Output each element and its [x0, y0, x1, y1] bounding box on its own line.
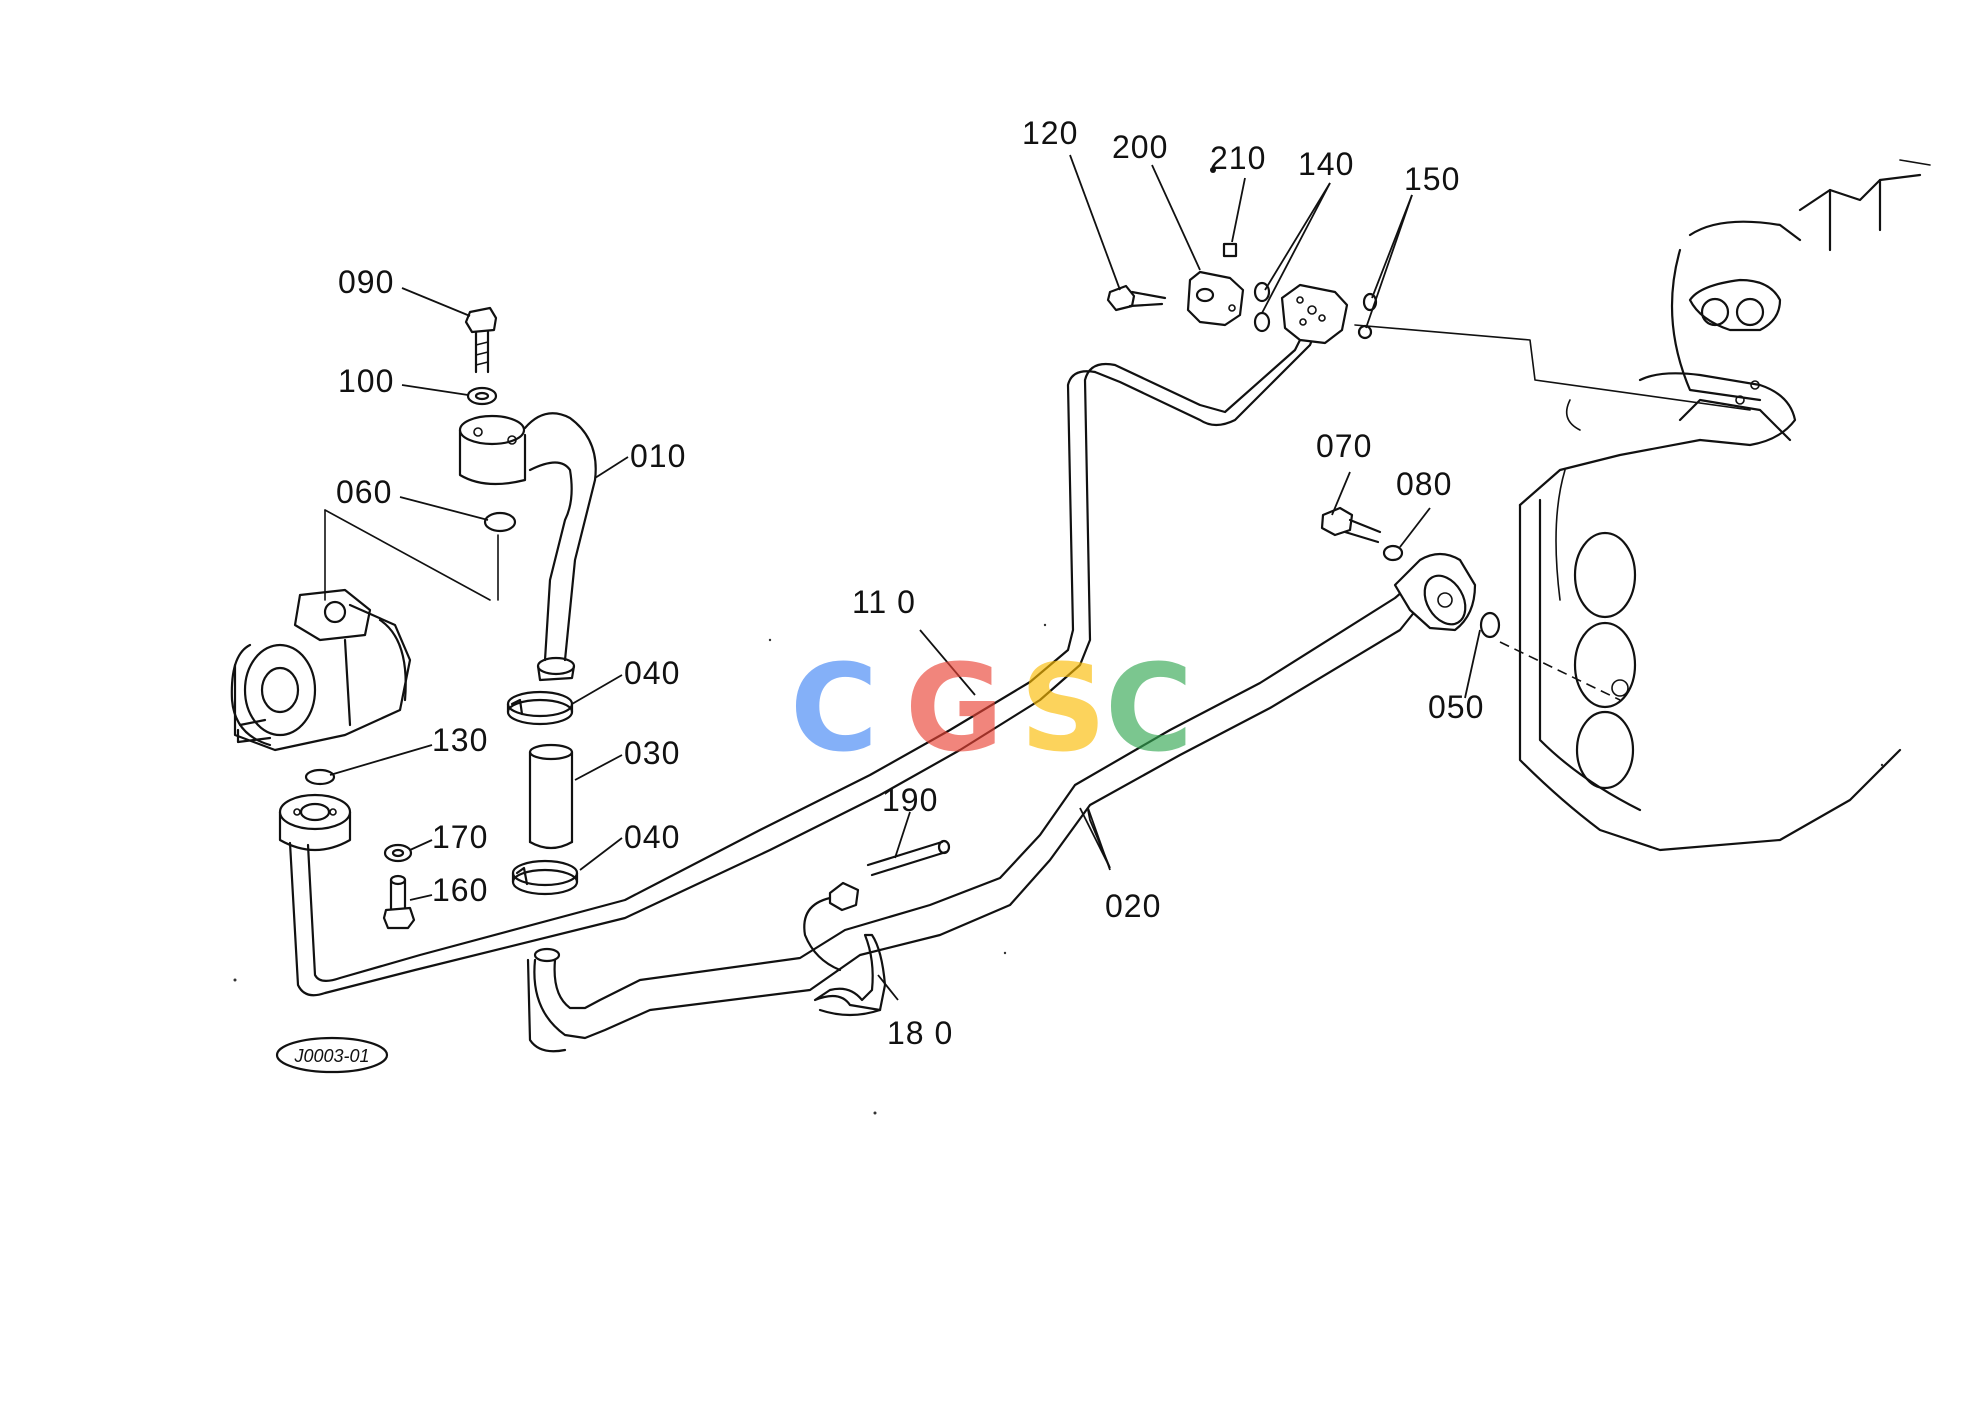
label-170: 170: [432, 819, 488, 855]
engine-block: [1518, 159, 1931, 852]
label-010: 010: [630, 438, 686, 474]
guide-150: [1354, 324, 1751, 411]
part-labels: 090 100 060 010 040 030 040 130 170 160 …: [336, 115, 1484, 1051]
washer-100: [466, 386, 498, 406]
label-090: 090: [338, 264, 394, 300]
scan-specks: [233, 623, 1884, 1115]
watermark-letter-c2: C: [1105, 640, 1193, 779]
pipe-110: [288, 318, 1322, 997]
watermark-letter-s: S: [1020, 640, 1106, 779]
label-190: 190: [882, 782, 938, 818]
hose-clamp-upper: [506, 690, 574, 726]
cable-tie-190: [803, 839, 951, 972]
hydraulic-pump: [230, 509, 491, 752]
hose-030: [528, 743, 574, 850]
label-080: 080: [1396, 466, 1452, 502]
guide-050: [1499, 641, 1621, 701]
label-150: 150: [1404, 161, 1460, 197]
washers-150: [1357, 292, 1378, 340]
label-060: 060: [336, 474, 392, 510]
watermark-logo: C G S C: [790, 640, 1193, 779]
plug-210: [1210, 167, 1238, 258]
label-180: 18 0: [887, 1015, 953, 1051]
suction-fitting: [458, 412, 597, 682]
pipe-end-fitting: [1393, 552, 1477, 632]
label-160: 160: [432, 872, 488, 908]
label-070: 070: [1316, 428, 1372, 464]
o-ring-050: [1479, 611, 1501, 639]
banjo-200: [1186, 270, 1245, 327]
label-210: 210: [1210, 140, 1266, 176]
figure-id-text: J0003-01: [293, 1046, 369, 1066]
label-040-upper: 040: [624, 655, 680, 691]
watermark-letter-g: G: [905, 640, 1004, 779]
o-ring-130: [304, 768, 336, 786]
leader-lines: [329, 154, 1481, 1001]
return-flange: [278, 793, 352, 851]
watermark-letter-c1: C: [790, 640, 878, 779]
label-120: 120: [1022, 115, 1078, 151]
label-030: 030: [624, 735, 680, 771]
block-fitting: [1280, 283, 1349, 345]
label-050: 050: [1428, 689, 1484, 725]
bolt-070: [1320, 506, 1382, 544]
bolt-160: [382, 874, 416, 930]
label-020: 020: [1105, 888, 1161, 924]
bolt-090: [464, 306, 498, 374]
washer-170: [383, 843, 413, 863]
washers-140: [1253, 281, 1271, 333]
clamp-180: [813, 933, 887, 1017]
figure-id-badge: J0003-01: [275, 1036, 389, 1074]
label-040-lower: 040: [624, 819, 680, 855]
o-ring-060: [483, 511, 517, 533]
label-130: 130: [432, 722, 488, 758]
hose-clamp-lower: [511, 859, 579, 896]
label-200: 200: [1112, 129, 1168, 165]
label-110: 11 0: [852, 584, 916, 620]
label-100: 100: [338, 363, 394, 399]
washer-080: [1382, 544, 1404, 562]
label-140: 140: [1298, 146, 1354, 182]
banjo-bolt-120: [1106, 284, 1167, 312]
